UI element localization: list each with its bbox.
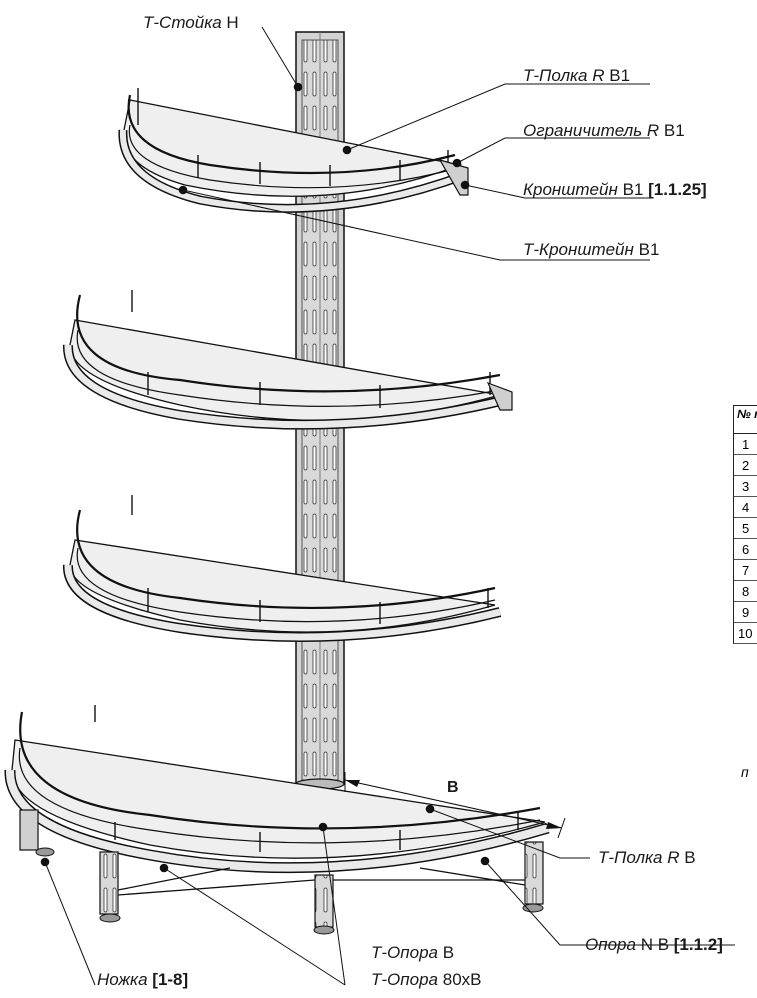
table-row: 8 [734, 581, 757, 602]
table-row: 7 [734, 560, 757, 581]
label-t-bracket: Т-Кронштейн B1 [523, 240, 660, 259]
dimension-b [344, 772, 566, 839]
label-support-n: Опора N B [1.1.2] [585, 935, 723, 954]
table-row: 1 [734, 434, 757, 455]
label-t-support: Т-Опора B [371, 943, 455, 962]
label-foot: Ножка [1-8] [97, 970, 189, 989]
table-row: 10 [734, 623, 757, 644]
table-row: 9 [734, 602, 757, 623]
leader-lines [40, 26, 735, 986]
shelf-3 [63, 495, 502, 642]
table-header: № п/п [734, 406, 757, 434]
table-row: 4 [734, 497, 757, 518]
label-upright: Т-Стойка H [143, 13, 239, 32]
table-row: 2 [734, 455, 757, 476]
base-shelf [4, 705, 550, 935]
label-dimension-b: B [447, 779, 459, 796]
table-row: 5 [734, 518, 757, 539]
label-shelf-top: Т-Полка R B1 [523, 66, 631, 85]
shelf-2 [62, 290, 513, 430]
label-limiter: Ограничитель R B1 [523, 121, 685, 140]
cut-text: п [741, 764, 749, 780]
label-bracket: Кронштейн B1 [1.1.25] [523, 180, 707, 199]
label-shelf-bottom: Т-Полка R B [598, 848, 696, 867]
label-t-support-80: Т-Опора 80xB [371, 970, 482, 989]
parts-table: № п/п 1 2 3 4 5 6 7 8 9 10 [733, 405, 757, 644]
table-row: 3 [734, 476, 757, 497]
table-row: 6 [734, 539, 757, 560]
